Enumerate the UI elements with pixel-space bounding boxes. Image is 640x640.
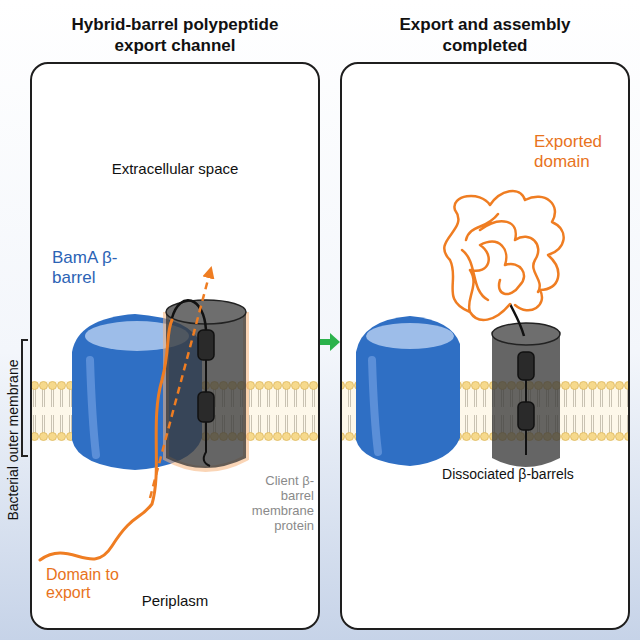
- label: Client β-barrel membrane protein: [236, 474, 314, 534]
- label: Periplasm: [115, 592, 235, 609]
- heading-text: Export and assembly completed: [360, 15, 610, 56]
- transition-arrow: [320, 333, 340, 351]
- label: Exported domain: [534, 132, 626, 171]
- label: BamA β-barrel: [52, 248, 136, 287]
- panel-heading: Export and assembly completed: [342, 15, 628, 56]
- panel: Hybrid-barrel polypeptide export channel: [30, 62, 320, 630]
- panel-heading: Hybrid-barrel polypeptide export channel: [32, 15, 318, 56]
- label: Bacterial outer membrane: [5, 330, 21, 550]
- label: Dissociated β-barrels: [420, 466, 596, 482]
- label: Extracellular space: [95, 160, 255, 177]
- heading-text: Hybrid-barrel polypeptide export channel: [50, 15, 300, 56]
